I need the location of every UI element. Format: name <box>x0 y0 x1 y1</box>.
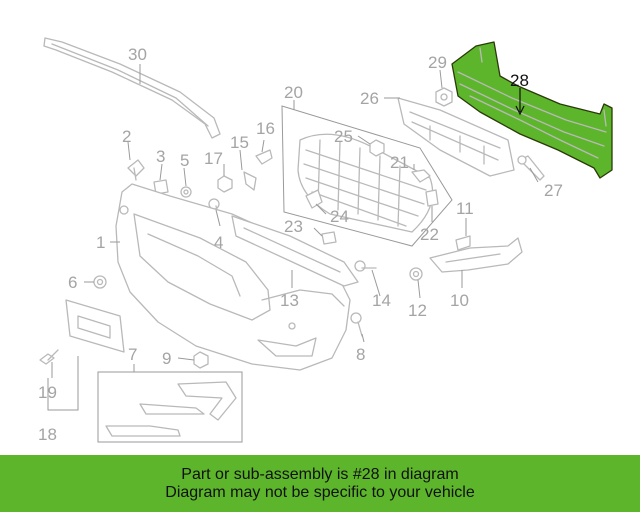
callout-17: 17 <box>204 149 223 168</box>
part-26-absorber[interactable] <box>397 97 515 177</box>
callout-2: 2 <box>122 127 131 146</box>
part-30-trim-strip[interactable] <box>43 37 221 139</box>
callout-7: 7 <box>128 345 137 364</box>
banner-line-2: Diagram may not be specific to your vehi… <box>165 483 475 501</box>
callout-4: 4 <box>214 233 223 252</box>
part-7-trim-kit[interactable] <box>97 371 243 443</box>
part-17-nut[interactable] <box>217 175 233 193</box>
part-1-bumper-cover[interactable] <box>115 183 351 371</box>
callout-28[interactable]: 28 <box>510 71 529 90</box>
callout-14: 14 <box>372 291 391 310</box>
part-19-screw[interactable] <box>39 349 59 365</box>
callout-20: 20 <box>284 83 303 102</box>
callout-19: 19 <box>38 383 57 402</box>
part-21-clip[interactable] <box>411 169 431 183</box>
callout-26: 26 <box>360 89 379 108</box>
info-banner: Part or sub-assembly is #28 in diagram D… <box>0 455 640 512</box>
part-24-clip[interactable] <box>305 189 323 209</box>
callout-24: 24 <box>330 207 349 226</box>
callout-12: 12 <box>408 301 427 320</box>
callout-11: 11 <box>456 199 474 218</box>
part-29-nut[interactable] <box>435 87 453 107</box>
banner-line-1: Part or sub-assembly is #28 in diagram <box>181 465 459 483</box>
callout-3: 3 <box>156 147 165 166</box>
part-11-clip[interactable] <box>455 235 471 251</box>
callout-15: 15 <box>230 133 249 152</box>
part-9-nut[interactable] <box>193 351 209 369</box>
part-14-bolt[interactable] <box>354 260 377 272</box>
callout-13: 13 <box>280 291 299 310</box>
part-27-bolt[interactable] <box>517 155 545 181</box>
callout-21: 21 <box>390 153 409 172</box>
part-28-reinforcement-bar[interactable] <box>451 41 613 179</box>
callout-22: 22 <box>420 225 439 244</box>
part-3-clip[interactable] <box>153 179 169 195</box>
part-2-push-pin[interactable] <box>127 159 145 181</box>
callout-9: 9 <box>162 349 171 368</box>
part-6-sensor[interactable] <box>93 275 107 289</box>
callout-10: 10 <box>450 291 469 310</box>
callout-1: 1 <box>96 233 105 252</box>
callout-27: 27 <box>544 181 563 200</box>
callout-25: 25 <box>334 127 353 146</box>
part-25-nut[interactable] <box>369 139 385 157</box>
part-16-clip[interactable] <box>255 149 273 165</box>
part-13-grille-strip[interactable] <box>231 215 359 287</box>
part-10-side-bracket[interactable] <box>429 237 523 273</box>
parts-diagram: 30 20 29 28 26 2 15 16 25 3 5 17 21 1 23… <box>38 37 613 444</box>
callout-6: 6 <box>68 273 77 292</box>
callout-30: 30 <box>128 45 147 64</box>
callout-23: 23 <box>284 217 303 236</box>
callout-5: 5 <box>180 151 189 170</box>
part-5-grommet[interactable] <box>180 186 192 198</box>
part-8-bolt[interactable] <box>350 312 363 337</box>
part-18-license-bracket[interactable] <box>65 299 125 353</box>
callout-18: 18 <box>38 425 57 444</box>
part-23-clip[interactable] <box>321 231 337 245</box>
part-12-grommet[interactable] <box>409 267 423 281</box>
callout-29: 29 <box>428 53 447 72</box>
part-22-bracket[interactable] <box>425 189 439 207</box>
callout-16: 16 <box>256 119 275 138</box>
callout-8: 8 <box>356 345 365 364</box>
part-15-clip[interactable] <box>243 171 257 191</box>
